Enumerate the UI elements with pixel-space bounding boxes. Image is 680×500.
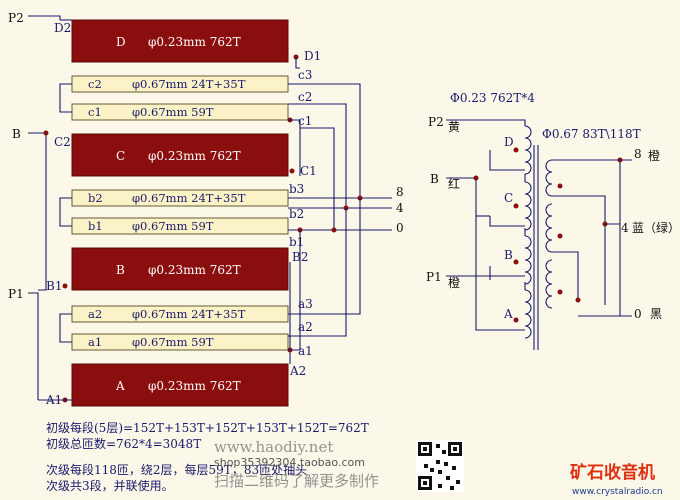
sch-out-0: 0 xyxy=(634,307,642,321)
b3-label: b3 xyxy=(289,182,304,196)
c1-wire xyxy=(288,119,335,230)
c3-wire xyxy=(288,83,361,198)
svg-text:φ0.23mm 762T: φ0.23mm 762T xyxy=(148,35,241,49)
transformer-core xyxy=(533,145,539,350)
sch-out-4-color: 蓝（绿） xyxy=(632,220,680,235)
svg-text:a2: a2 xyxy=(88,307,102,321)
a3-label: a3 xyxy=(298,297,313,311)
watermark-shop: shop35392304.taobao.com xyxy=(214,456,365,469)
brand-logo: 矿石收音机 xyxy=(570,462,655,483)
sch-out-8: 8 xyxy=(634,147,642,161)
sch-p2-color: 黄 xyxy=(448,120,460,134)
svg-text:φ0.67mm 24T+35T: φ0.67mm 24T+35T xyxy=(132,191,246,205)
svg-text:B: B xyxy=(116,263,125,277)
note-3: 次级每段118匝，绕2层，每层59T，83匝处抽头 xyxy=(46,462,307,477)
b-junction-dot xyxy=(43,130,49,136)
sch-p1-label: P1 xyxy=(426,270,442,284)
notes: 初级每段(5层)=152T+153T+152T+153T+152T=762T 初… xyxy=(46,420,369,493)
svg-text:φ0.23mm 762T: φ0.23mm 762T xyxy=(148,379,241,393)
out-8-label: 8 xyxy=(396,185,404,199)
primary-block-a: A φ0.23mm 762T xyxy=(71,363,289,407)
terminal-p2-label: P2 xyxy=(8,11,24,25)
primary-coil-stack: D C B A xyxy=(489,125,532,339)
svg-text:φ0.67mm 59T: φ0.67mm 59T xyxy=(132,105,214,119)
svg-text:c1: c1 xyxy=(88,105,102,119)
svg-text:φ0.67mm 24T+35T: φ0.67mm 24T+35T xyxy=(132,307,246,321)
terminal-b-label: B xyxy=(12,127,21,141)
b1-wire xyxy=(38,248,47,291)
secondary-c-top: c2 φ0.67mm 24T+35T xyxy=(71,75,289,93)
svg-text:D: D xyxy=(504,135,514,149)
winding-layout: P2 B P1 D φ0.23mm 762T D2 D1 C φ0.23mm 7… xyxy=(8,11,404,407)
c1-tap-label: c1 xyxy=(298,114,312,128)
svg-text:b1: b1 xyxy=(88,219,103,233)
qr-code-icon xyxy=(416,440,464,492)
sch-out-0-color: 黑 xyxy=(650,307,662,321)
secondary-coil-stack xyxy=(545,157,632,317)
b1-tap-label: b1 xyxy=(289,235,304,249)
sch-p2-label: P2 xyxy=(428,115,444,129)
sch-out-4: 4 xyxy=(621,221,629,235)
c2-label: C2 xyxy=(54,135,71,149)
c1-label: C1 xyxy=(300,164,317,178)
c3-label: c3 xyxy=(298,68,312,82)
svg-text:φ0.67mm 24T+35T: φ0.67mm 24T+35T xyxy=(132,77,246,91)
out-4-label: 4 xyxy=(396,201,404,215)
svg-text:φ0.23mm 762T: φ0.23mm 762T xyxy=(148,149,241,163)
a2-tap-label: a2 xyxy=(298,320,313,334)
svg-text:φ0.67mm 59T: φ0.67mm 59T xyxy=(132,335,214,349)
d1-label: D1 xyxy=(304,49,321,63)
p1-bus xyxy=(28,292,39,400)
primary-block-d: D φ0.23mm 762T xyxy=(71,19,289,63)
svg-text:a1: a1 xyxy=(88,335,102,349)
sch-b-label: B xyxy=(430,172,439,186)
terminal-p1-label: P1 xyxy=(8,287,24,301)
svg-text:C: C xyxy=(116,149,125,163)
note-4: 次级共3段，并联使用。 xyxy=(46,478,174,493)
a2-label: A2 xyxy=(289,364,306,378)
svg-text:φ0.67mm 59T: φ0.67mm 59T xyxy=(132,219,214,233)
svg-text:B: B xyxy=(504,248,513,262)
c1-dot xyxy=(289,168,295,174)
schematic: Φ0.23 762T*4 Φ0.67 83T\118T P2 黄 B 红 P1 … xyxy=(426,91,680,350)
watermark-site: www.haodiy.net xyxy=(214,438,333,456)
sch-out-8-color: 橙 xyxy=(648,148,660,163)
secondary-b-bottom: b1 φ0.67mm 59T xyxy=(71,217,289,235)
c2-wire xyxy=(288,103,347,208)
a1-tap-label: a1 xyxy=(298,344,313,358)
secondary-c-bottom: c1 φ0.67mm 59T xyxy=(71,103,289,121)
note-1: 初级每段(5层)=152T+153T+152T+153T+152T=762T xyxy=(46,420,369,435)
svg-text:φ0.23mm 762T: φ0.23mm 762T xyxy=(148,263,241,277)
svg-text:C: C xyxy=(504,191,513,205)
b1-label: B1 xyxy=(46,279,62,293)
d2-label: D2 xyxy=(54,21,71,35)
primary-block-c: C φ0.23mm 762T xyxy=(71,133,289,177)
svg-text:A: A xyxy=(503,307,513,321)
secondary-a-top: a2 φ0.67mm 24T+35T xyxy=(71,305,289,323)
watermarks: www.haodiy.net shop35392304.taobao.com 扫… xyxy=(214,438,663,497)
note-2: 初级总匝数=762*4=3048T xyxy=(46,436,201,451)
sch-p1-color: 橙 xyxy=(448,275,460,290)
primary-spec: Φ0.23 762T*4 xyxy=(450,91,535,105)
secondary-a-bottom: a1 φ0.67mm 59T xyxy=(71,333,289,351)
p2-wire xyxy=(28,15,61,20)
watermark-scan: 扫描二维码了解更多制作 xyxy=(214,472,379,490)
svg-text:b2: b2 xyxy=(88,191,103,205)
b1-dot xyxy=(62,283,68,289)
secondary-spec: Φ0.67 83T\118T xyxy=(542,127,641,141)
c2-tap-label: c2 xyxy=(298,90,312,104)
sch-b-color: 红 xyxy=(448,176,460,191)
svg-text:c2: c2 xyxy=(88,77,102,91)
primary-block-b: B φ0.23mm 762T xyxy=(71,247,289,291)
svg-text:D: D xyxy=(116,35,126,49)
b2-tap-label: b2 xyxy=(289,207,304,221)
brand-url: www.crystalradio.cn xyxy=(572,487,663,497)
out-0-label: 0 xyxy=(396,221,404,235)
svg-text:A: A xyxy=(115,379,125,393)
secondary-b-top: b2 φ0.67mm 24T+35T xyxy=(71,189,289,207)
